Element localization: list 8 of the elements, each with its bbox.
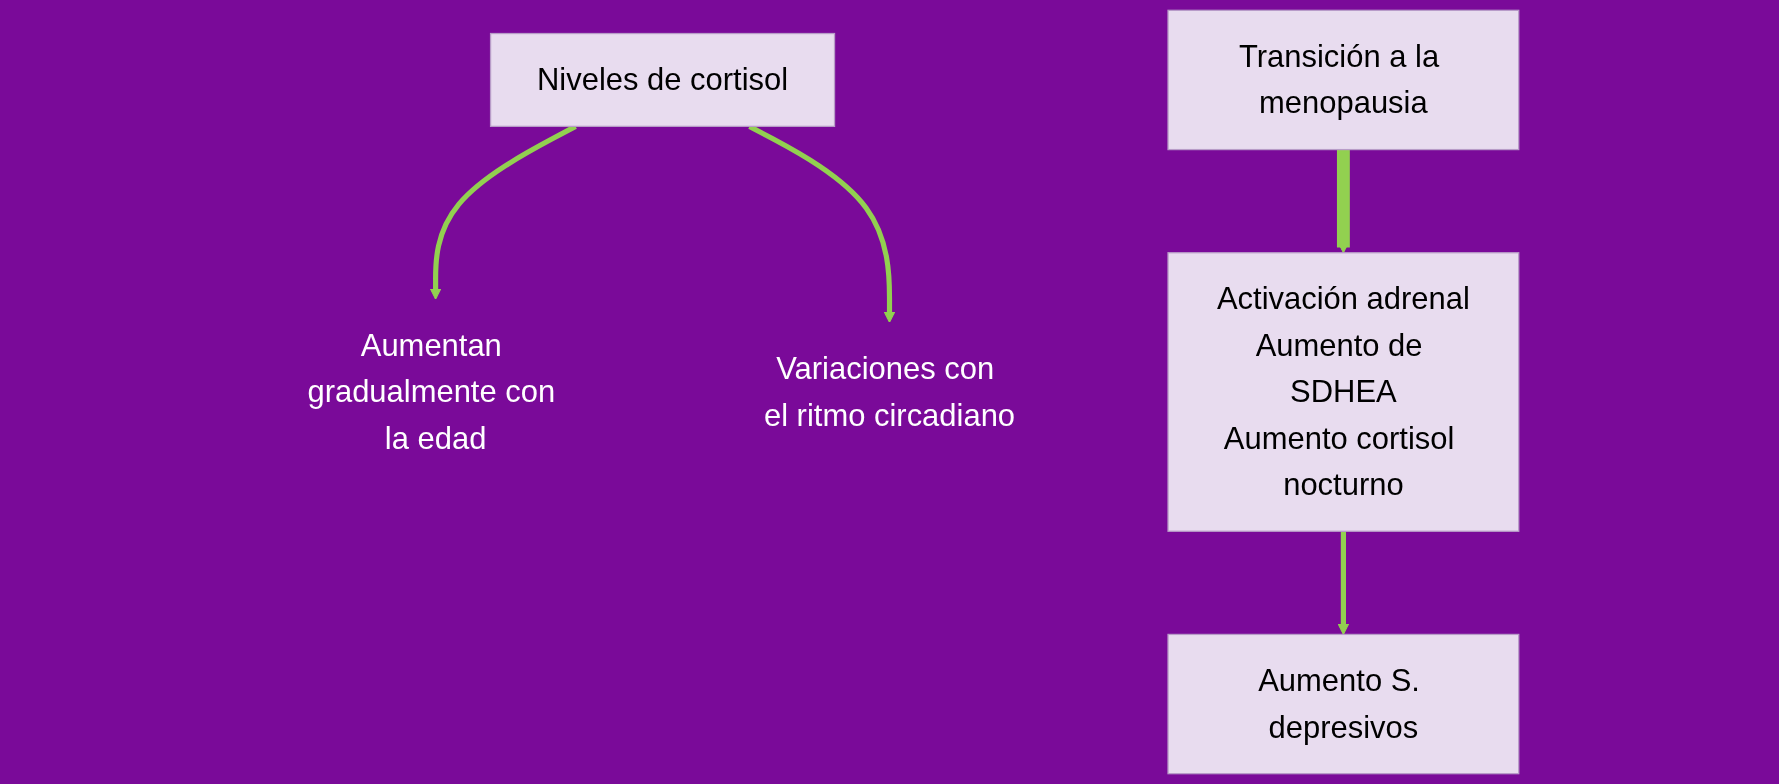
node-box: Activación adrenal Aumento de SDHEA Aumento cortisol nocturno: [1167, 252, 1520, 532]
node-text: Aumentan gradualmente con la edad: [307, 327, 556, 456]
node-box: Transición a la menopausia: [1167, 9, 1520, 151]
arrow: [1337, 531, 1350, 635]
node-text: Variaciones con el ritmo circadiano: [763, 350, 1016, 432]
node-box: Aumento S. depresivos: [1167, 633, 1520, 775]
node-box: Niveles de cortisol: [489, 32, 836, 127]
arrow: [1336, 149, 1350, 254]
